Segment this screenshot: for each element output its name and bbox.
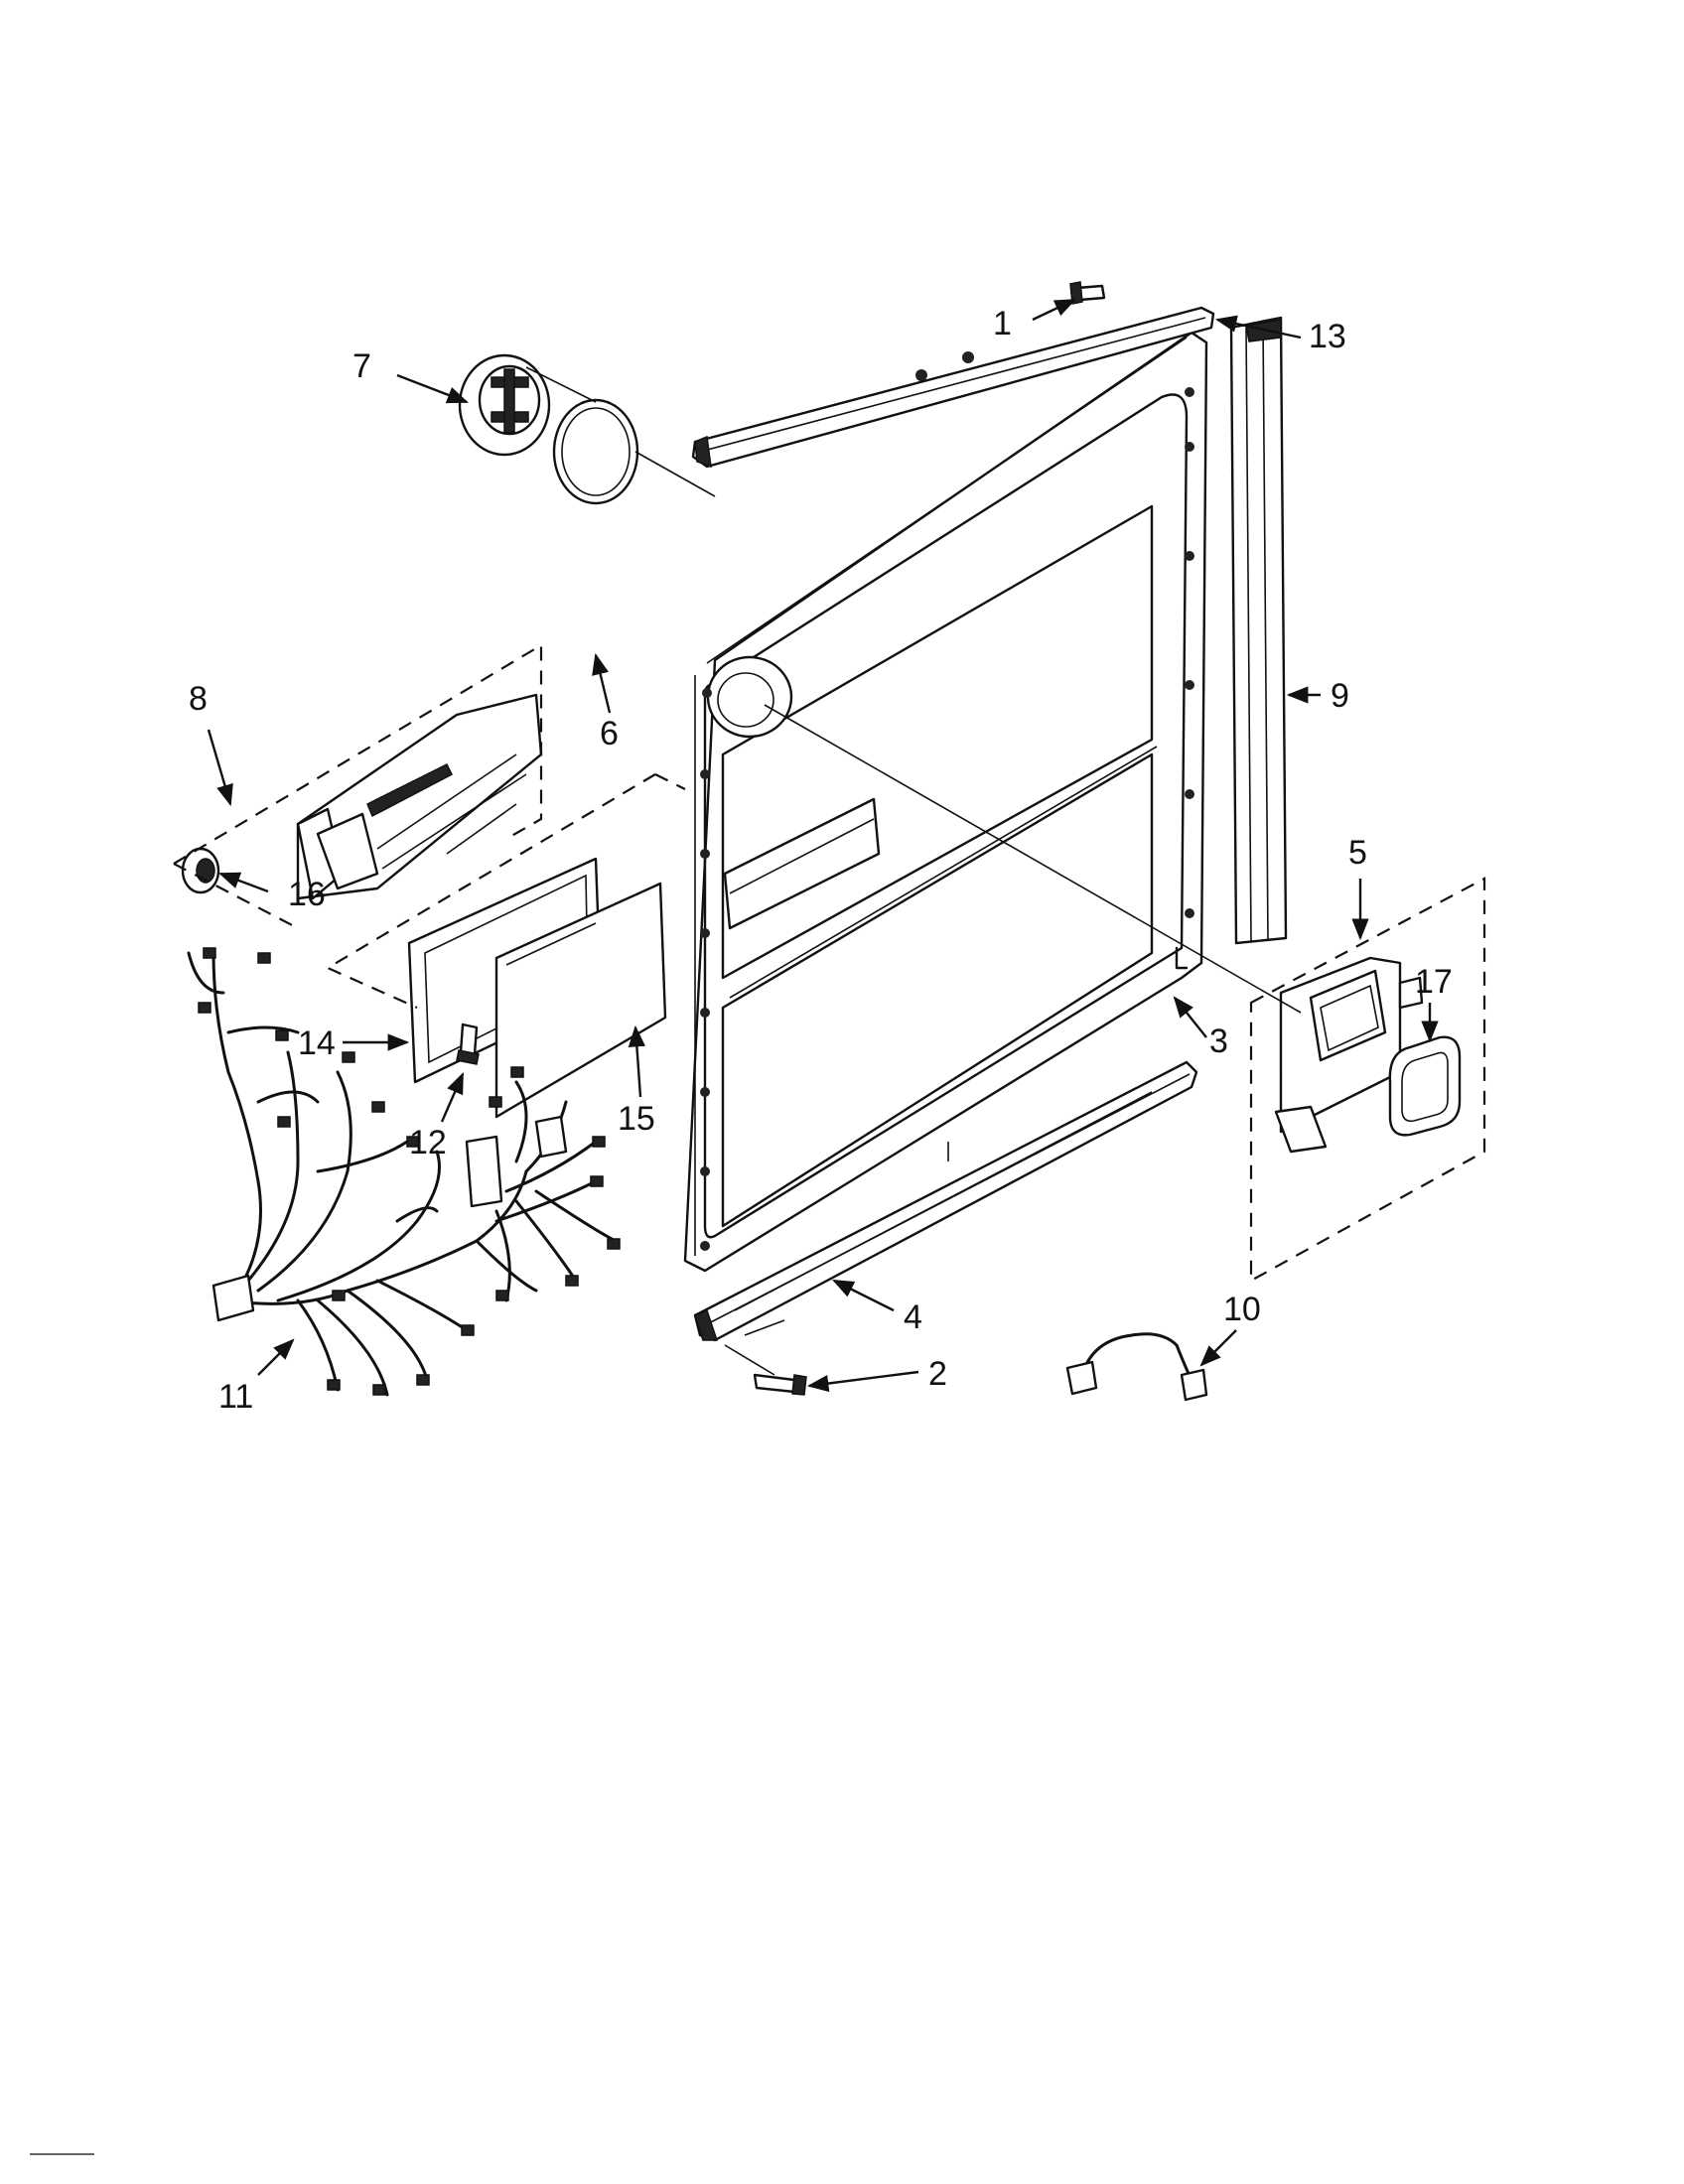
callout-2: 2 <box>928 1355 947 1393</box>
callout-17: 17 <box>1415 963 1453 1001</box>
assembly-dashed-outlines <box>173 366 1486 1376</box>
screw-1 <box>1069 281 1106 305</box>
callout-5: 5 <box>1348 834 1367 872</box>
inner-door-panel <box>683 331 1208 1273</box>
door-switch-housing <box>1274 956 1424 1154</box>
vent-grille <box>458 353 551 457</box>
top-channel-rail <box>691 306 1215 469</box>
callout-12: 12 <box>409 1124 447 1161</box>
callout-14: 14 <box>298 1024 336 1062</box>
callout-13: 13 <box>1309 318 1346 355</box>
callout-arrows <box>207 298 1439 1393</box>
vent-gasket-ring <box>552 398 639 505</box>
callout-9: 9 <box>1331 677 1349 715</box>
side-trim-strip <box>1229 316 1288 945</box>
callout-4: 4 <box>904 1298 922 1336</box>
screw-2 <box>753 1373 807 1396</box>
callout-labels: 1 2 3 4 5 6 7 8 9 10 11 12 13 14 15 16 1… <box>189 305 1453 1416</box>
switch-gasket <box>1388 1035 1462 1137</box>
callout-11: 11 <box>218 1378 253 1416</box>
callout-3: 3 <box>1209 1023 1228 1060</box>
callout-15: 15 <box>618 1100 655 1138</box>
callout-16: 16 <box>288 876 326 913</box>
screw-12 <box>456 1023 480 1065</box>
callout-8: 8 <box>189 680 208 718</box>
callout-1: 1 <box>993 305 1012 342</box>
wire-harness <box>187 947 621 1397</box>
knob <box>181 847 220 894</box>
callout-10: 10 <box>1223 1291 1261 1328</box>
callout-6: 6 <box>600 715 619 752</box>
callout-7: 7 <box>352 347 371 385</box>
vent-housing-assembly <box>296 693 543 900</box>
dispenser-panel <box>494 882 667 1119</box>
bottom-channel-rail <box>693 1060 1198 1342</box>
wire-jumper <box>1065 1332 1208 1402</box>
